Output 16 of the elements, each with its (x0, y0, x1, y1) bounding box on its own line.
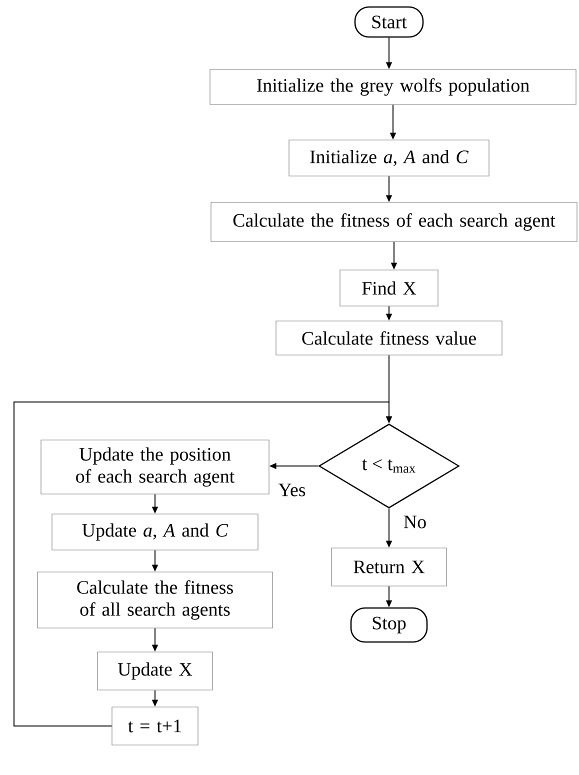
process-box: Initialize the grey wolfs population (210, 69, 576, 105)
process-box: Calculate the fitness of each search agent (210, 202, 578, 242)
edge-label: No (402, 514, 428, 530)
process-box: Calculate fitness value (276, 320, 502, 356)
process-box: Update X (97, 652, 213, 690)
process-box: Find X (340, 270, 438, 306)
process-box: Update the position of each search agent (40, 440, 270, 494)
process-box: Initialize a, A and C (288, 140, 490, 176)
edge-label: Yes (277, 482, 307, 498)
arrow (14, 402, 392, 726)
process-box: Return X (331, 548, 447, 586)
process-box: Calculate the fitness of all search agents (37, 572, 273, 628)
terminal-box: Stop (350, 607, 428, 643)
process-box: Update a, A and C (52, 514, 258, 550)
terminal-box: Start (354, 6, 424, 38)
process-box: t = t+1 (112, 706, 198, 746)
